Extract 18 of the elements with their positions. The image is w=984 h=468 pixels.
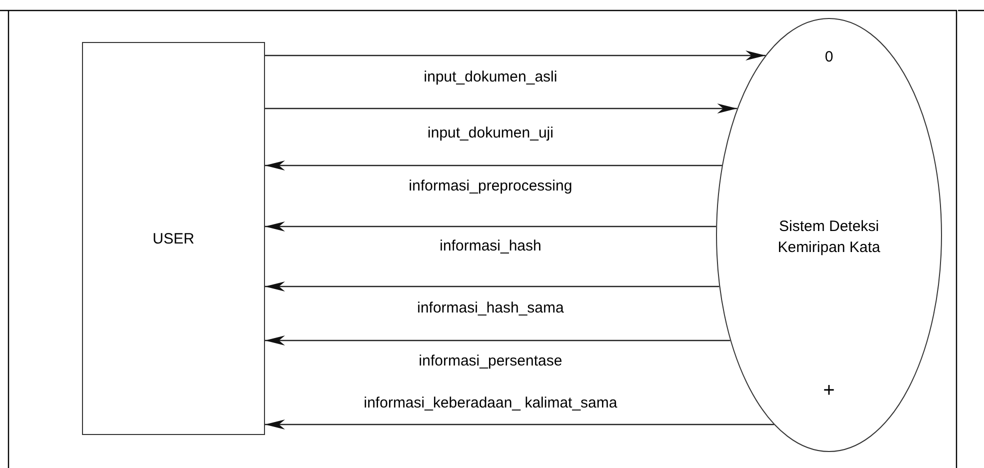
- data-flow-arrow: [265, 222, 716, 232]
- process-number: 0: [824, 48, 834, 68]
- data-flow-arrow: [265, 336, 730, 346]
- data-flow-arrow: [265, 50, 766, 60]
- edge-label: informasi_hash: [438, 238, 544, 254]
- edge-label: informasi_keberadaan_ kalimat_sama: [362, 394, 620, 412]
- data-flow-arrow: [265, 160, 722, 170]
- edge-label: input_dokumen_uji: [426, 124, 556, 142]
- edge-label: informasi_preprocessing: [406, 178, 574, 194]
- process-name: Sistem Deteksi Kemiripan Kata: [776, 217, 882, 258]
- entity-name: USER: [152, 229, 194, 249]
- data-flow-arrow: [265, 420, 774, 430]
- data-flow-arrow: [265, 282, 720, 292]
- edge-label: informasi_hash_sama: [415, 300, 566, 316]
- expand-mark: +: [823, 380, 835, 402]
- edge-label: informasi_persentase: [416, 352, 564, 370]
- edge-label: input_dokumen_asli: [422, 68, 560, 86]
- data-flow-arrow: [265, 104, 738, 114]
